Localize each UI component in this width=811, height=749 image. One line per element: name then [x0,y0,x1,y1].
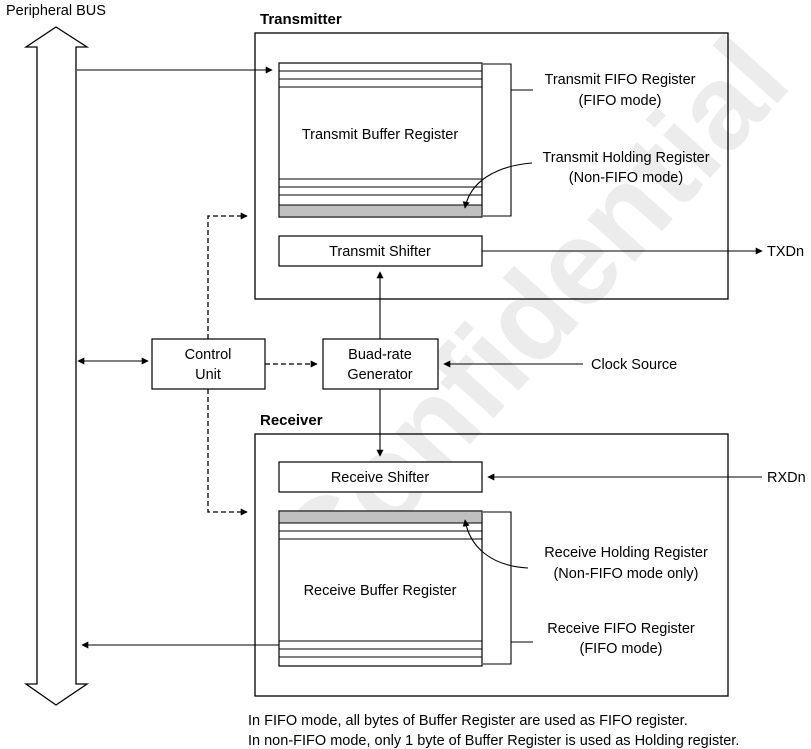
receive-shifter-label: Receive Shifter [331,470,429,486]
control-unit-line1: Control [185,347,232,363]
rxd-label: RXDn [767,470,806,486]
transmitter-title: Transmitter [260,11,342,28]
control-to-transmitter-dashed [207,212,248,339]
transmit-buffer-label: Transmit Buffer Register [302,127,458,143]
receive-holding-note-line1: Receive Holding Register [544,545,708,561]
transmit-shifter-label: Transmit Shifter [329,244,431,260]
receiver-block [254,433,729,697]
transmit-holding-byte [278,204,483,218]
receive-holding-note-line2: (Non-FIFO mode only) [553,566,698,582]
receiver-title: Receiver [260,412,323,429]
receive-fifo-note-line1: Receive FIFO Register [547,621,695,637]
receive-buffer-label: Receive Buffer Register [304,583,457,599]
txd-label: TXDn [767,244,804,260]
transmit-buffer-register [278,62,483,218]
transmit-fifo-note-line1: Transmit FIFO Register [545,72,696,88]
transmit-fifo-bracket [483,63,512,217]
receive-fifo-bracket [483,511,512,665]
transmit-holding-note-line2: (Non-FIFO mode) [569,170,683,186]
receive-holding-pointer [462,519,529,569]
baud-generator-line1: Buad-rate [348,347,412,363]
transmit-fifo-note-line2: (FIFO mode) [579,93,662,109]
peripheral-bus-arrow [23,26,90,706]
control-unit-line2: Unit [195,367,221,383]
receive-buffer-register [278,510,483,667]
transmit-holding-note-line1: Transmit Holding Register [542,150,709,166]
baud-generator-line2: Generator [347,367,412,383]
control-to-receiver-dashed [207,389,248,516]
transmit-holding-pointer [462,162,533,209]
peripheral-bus-label: Peripheral BUS [6,3,106,19]
clock-source-label: Clock Source [591,357,677,373]
transmitter-block [254,32,729,300]
receive-shifter [278,461,483,493]
receive-fifo-note-line2: (FIFO mode) [580,641,663,657]
footnote-line1: In FIFO mode, all bytes of Buffer Regist… [248,713,688,729]
footnote-line2: In non-FIFO mode, only 1 byte of Buffer … [248,733,739,749]
receive-holding-byte [278,510,483,524]
